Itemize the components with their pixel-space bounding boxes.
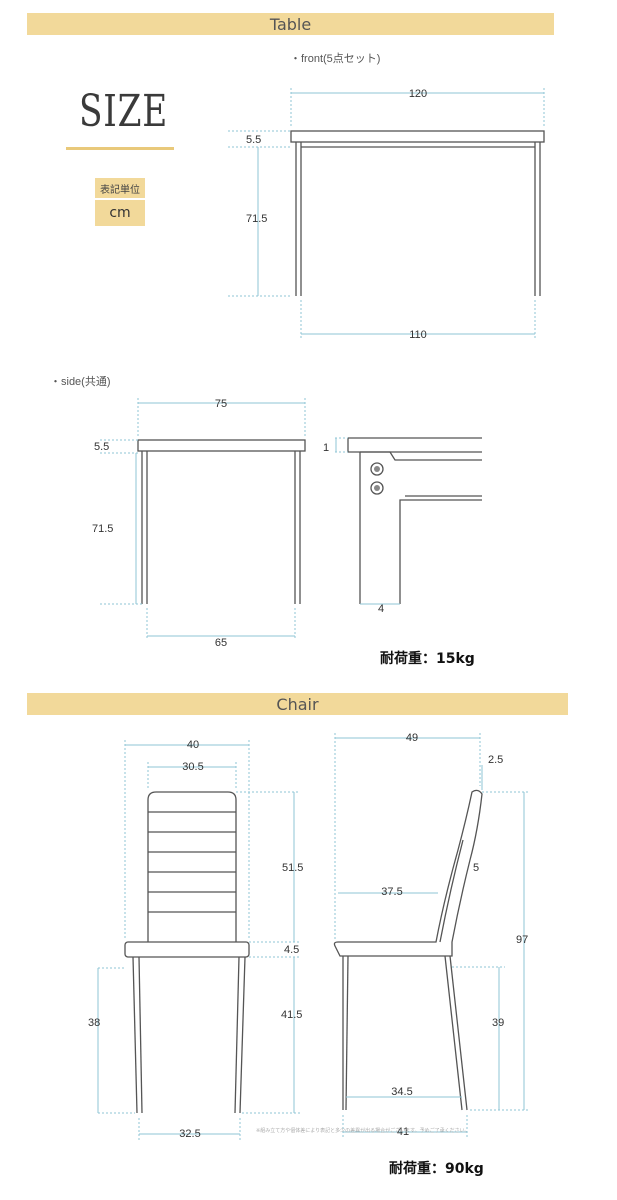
chair-seat-front: [124, 941, 250, 958]
chair-leg-span-outer: 41: [397, 1126, 409, 1138]
front-top-thickness: 5.5: [246, 134, 261, 146]
table-diagram: .ol { stroke:#555; stroke-width:1.3; fil…: [50, 52, 545, 649]
table-detail-view: [335, 437, 482, 605]
side-depth-bottom: 65: [215, 637, 227, 649]
chair-leg-height: 41.5: [281, 1009, 302, 1021]
side-leg-height: 71.5: [92, 523, 113, 535]
chair-section-title: Chair: [276, 694, 319, 714]
chair-total-height: 97: [516, 934, 528, 946]
table-side-view: [100, 398, 306, 640]
chair-diagram: .ol { stroke:#555; stroke-width:1.3; fil…: [88, 732, 530, 1140]
side-depth-top: 75: [215, 398, 227, 410]
front-leg-height: 71.5: [246, 213, 267, 225]
chair-top-offset: 2.5: [488, 754, 503, 766]
chair-width-seat: 40: [187, 739, 199, 751]
chair-width-bottom: 32.5: [179, 1128, 200, 1140]
table-load-capacity: 耐荷重：15kg: [380, 651, 475, 667]
chair-back-thickness: 5: [473, 862, 479, 874]
chair-backrest-front: [147, 791, 237, 942]
table-top-front: [290, 130, 545, 143]
size-title: SIZE: [79, 86, 169, 137]
assembly-note: ※組み立て方や個体差により表記と多少の差異が出る場合がございます。予めご了承くだ…: [256, 1128, 470, 1134]
unit-label: 表記単位: [95, 178, 145, 198]
side-top-thickness: 5.5: [94, 441, 109, 453]
detail-top-edge: 1: [323, 442, 329, 454]
table-section-banner: Table: [27, 13, 554, 35]
chair-front-view: [97, 740, 300, 1140]
chair-back-height: 51.5: [282, 862, 303, 874]
unit-value: cm: [95, 200, 145, 226]
chair-section-banner: Chair: [27, 693, 568, 715]
chair-seat-depth: 37.5: [381, 886, 402, 898]
chair-seat-thickness: 4.5: [284, 944, 299, 956]
chair-depth-total: 49: [406, 732, 418, 744]
chair-leg-span-inner: 34.5: [391, 1086, 412, 1098]
front-width-bottom: 110: [409, 329, 427, 341]
size-underline: [66, 147, 174, 150]
chair-side-outline: [333, 789, 483, 957]
chair-width-back: 30.5: [182, 761, 203, 773]
front-width-top: 120: [409, 88, 427, 100]
table-section-title: Table: [269, 14, 312, 34]
side-view-label: ・side(共通): [50, 375, 111, 388]
detail-leg-width: 4: [378, 603, 384, 615]
chair-front-seat-height: 38: [88, 1017, 100, 1029]
chair-load-capacity: 耐荷重：90kg: [389, 1161, 484, 1177]
front-view-label: ・front(5点セット): [290, 52, 380, 65]
table-front-view: [228, 88, 545, 340]
chair-side-seat-height: 39: [492, 1017, 504, 1029]
chair-side-view: [333, 733, 530, 1138]
